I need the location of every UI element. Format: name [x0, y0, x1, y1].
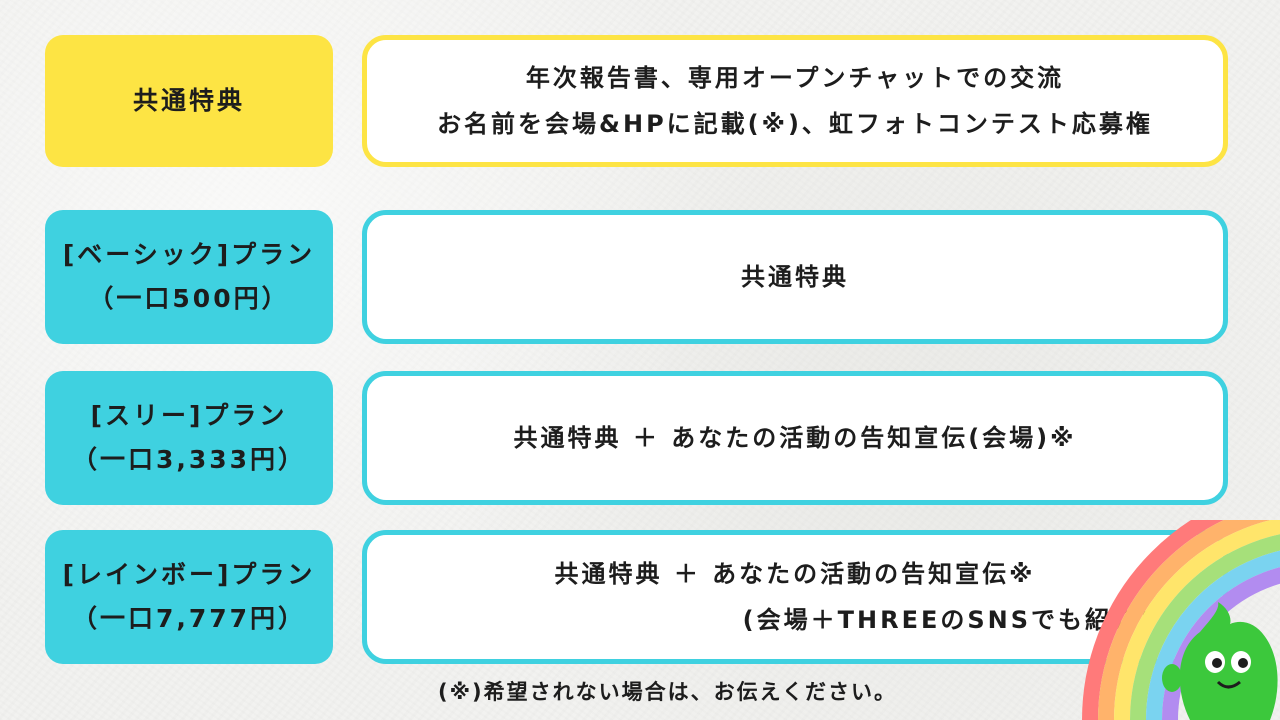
description-line: 共通特典 [741, 263, 849, 291]
common-benefits-description: 年次報告書、専用オープンチャットでの交流 お名前を会場&HPに記載(※)、虹フォ… [362, 35, 1228, 167]
description-line: お名前を会場&HPに記載(※)、虹フォトコンテスト応募権 [437, 110, 1153, 138]
description-line: (会場＋THREEのSNSでも紹介) [742, 606, 1153, 634]
plan-price: （一口7,777円） [71, 604, 307, 633]
common-benefits-label-text: 共通特典 [132, 86, 245, 115]
green-mascot-icon [1162, 602, 1278, 720]
plan-price: （一口3,333円） [71, 445, 307, 474]
common-benefits-label: 共通特典 [45, 35, 333, 167]
three-plan-description: 共通特典 ＋ あなたの活動の告知宣伝(会場)※ [362, 371, 1228, 505]
three-plan-label: [スリー]プラン （一口3,333円） [45, 371, 333, 505]
rainbow-icon [1082, 520, 1280, 720]
plan-name: [ベーシック]プラン [62, 240, 316, 269]
basic-plan-label: [ベーシック]プラン （一口500円） [45, 210, 333, 344]
plan-name: [スリー]プラン [90, 401, 288, 430]
plan-price: （一口500円） [88, 284, 290, 313]
description-line: 共通特典 ＋ あなたの活動の告知宣伝(会場)※ [513, 424, 1077, 452]
plan-name: [レインボー]プラン [62, 560, 316, 589]
rainbow-plan-description: 共通特典 ＋ あなたの活動の告知宣伝※ (会場＋THREEのSNSでも紹介) [362, 530, 1228, 664]
basic-plan-description: 共通特典 [362, 210, 1228, 344]
footnote: (※)希望されない場合は、お伝えください。 [438, 680, 897, 704]
description-line: 年次報告書、専用オープンチャットでの交流 [525, 64, 1065, 92]
description-line: 共通特典 ＋ あなたの活動の告知宣伝※ [554, 560, 1036, 588]
rainbow-plan-label: [レインボー]プラン （一口7,777円） [45, 530, 333, 664]
